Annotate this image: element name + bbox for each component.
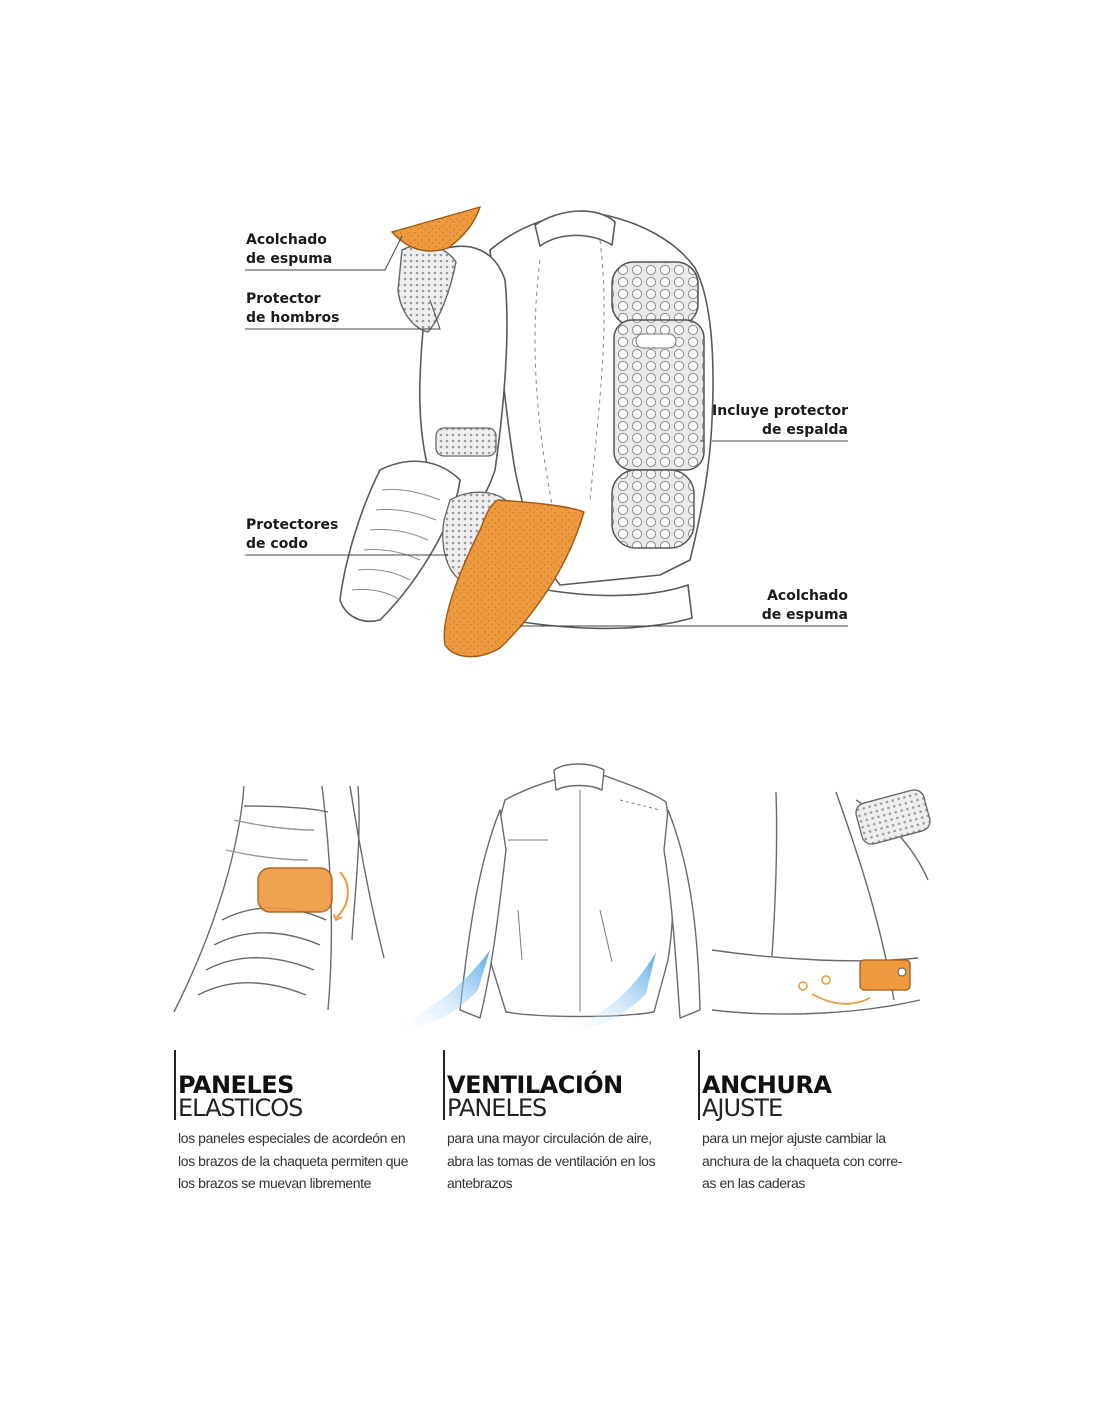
feature-subtitle: AJUSTE	[702, 1094, 783, 1122]
callout-elbow-protectors: Protectores de codo	[246, 517, 339, 552]
feature-divider	[443, 1050, 445, 1120]
feature-title: VENTILACIÓN	[447, 1071, 623, 1099]
back-protector-icon	[611, 261, 705, 549]
feature-description: para una mayor circulación de aire, abra…	[447, 1130, 656, 1191]
callout-foam-top: Acolchado de espuma	[246, 232, 333, 267]
feature-subtitle: ELASTICOS	[178, 1094, 303, 1122]
foam-pad-icon	[390, 205, 585, 658]
callout-shoulder-protector: Protector de hombros	[246, 291, 340, 326]
feature-subtitle: PANELES	[447, 1094, 547, 1122]
callout-back-protector: Incluye protector de espalda	[712, 403, 848, 438]
airflow-arrow-icon	[390, 950, 490, 1030]
feature-title: ANCHURA	[702, 1071, 832, 1099]
feature-divider	[698, 1050, 700, 1120]
callout-foam-bottom: Acolchado de espuma	[761, 588, 848, 623]
feature-title: PANELES	[178, 1071, 294, 1099]
feature-description: los paneles especiales de acordeón en lo…	[178, 1130, 408, 1191]
airflow-arrow-icon	[560, 952, 656, 1034]
feature-description: para un mejor ajuste cambiar la anchura …	[702, 1130, 903, 1191]
adjust-arrow-icon	[811, 993, 871, 1005]
feature-divider	[174, 1050, 176, 1120]
adjust-arrow-icon	[335, 871, 349, 919]
